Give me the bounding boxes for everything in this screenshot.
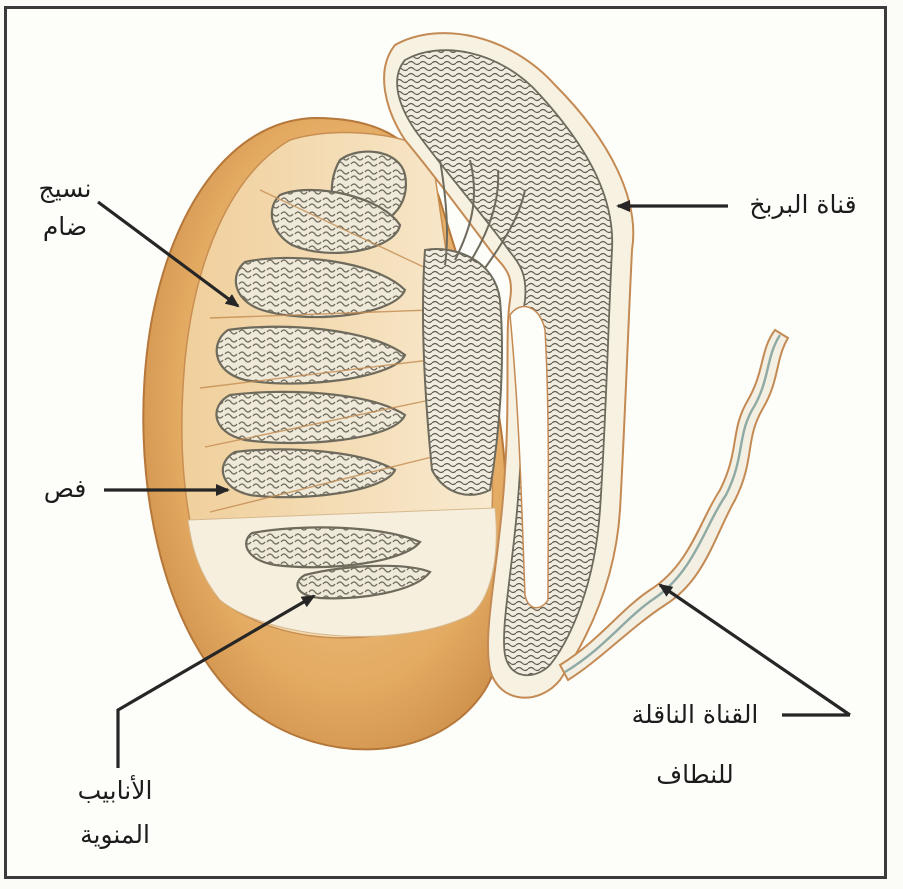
label-seminiferous-tubules: الأنابيب المنوية <box>50 772 180 854</box>
rete-testis <box>423 249 502 495</box>
label-lobe: فص <box>30 470 100 508</box>
label-connective-tissue: نسيج ضام <box>20 170 110 246</box>
label-vas-deferens: القناة الناقلة للنطاف <box>605 696 785 794</box>
label-epididymis-duct: قناة البربخ <box>728 186 878 224</box>
